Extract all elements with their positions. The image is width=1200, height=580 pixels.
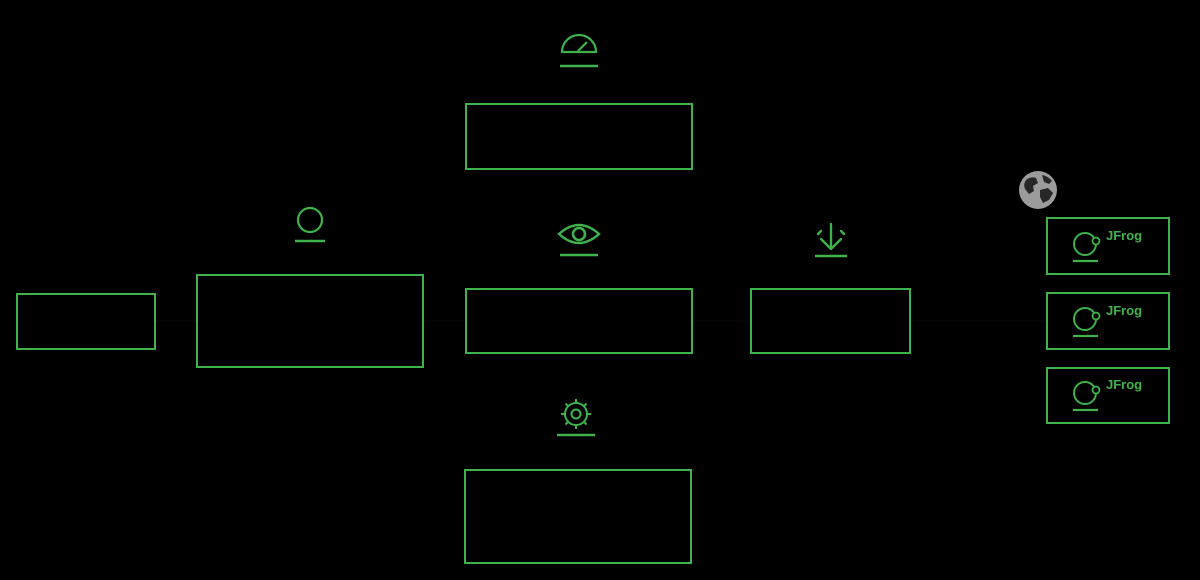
performance-node-box[interactable] <box>465 103 693 170</box>
eye-icon <box>557 223 601 257</box>
jfrog-logo-text: JFrog <box>1106 303 1143 318</box>
speedometer-icon <box>560 33 598 68</box>
globe-icon <box>1019 171 1057 209</box>
jfrog-logo-icon <box>1073 232 1101 263</box>
source-node-box[interactable] <box>16 293 156 350</box>
jfrog-logo-icon <box>1073 381 1101 412</box>
registry-box[interactable]: JFrog <box>1046 292 1170 350</box>
jfrog-logo-text: JFrog <box>1106 228 1143 243</box>
user-node-box[interactable] <box>196 274 424 368</box>
jfrog-logo-icon <box>1073 307 1101 338</box>
monitoring-node-box[interactable] <box>465 288 693 354</box>
gear-icon <box>557 399 595 437</box>
registry-box[interactable]: JFrog <box>1046 367 1170 424</box>
registry-box[interactable]: JFrog <box>1046 217 1170 275</box>
user-icon <box>295 206 325 243</box>
deploy-node-box[interactable] <box>750 288 911 354</box>
download-arrow-icon <box>815 222 847 258</box>
jfrog-logo-text: JFrog <box>1106 377 1143 392</box>
configuration-node-box[interactable] <box>464 469 692 564</box>
